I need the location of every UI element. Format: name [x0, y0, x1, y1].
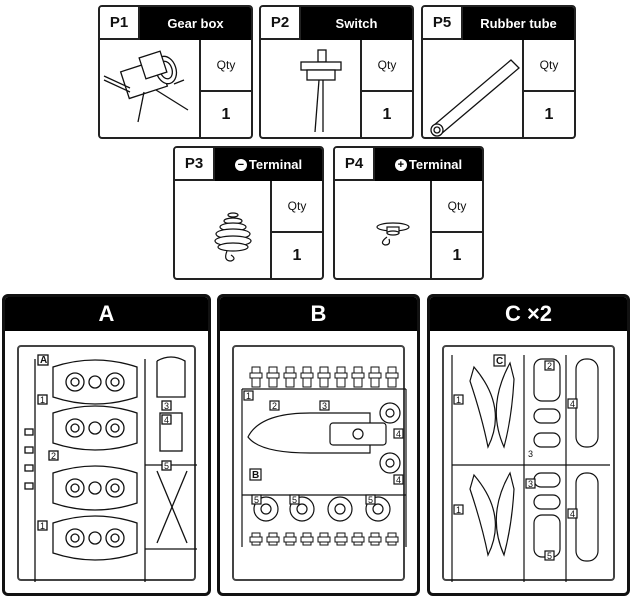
sprue-b-drawing: B 1 2 3 4 4 5 5 5: [241, 366, 407, 547]
negative-terminal-illustration: [175, 181, 270, 278]
part-number-label: 5: [368, 495, 373, 505]
qty-label: Qty: [272, 181, 322, 233]
part-name-text: Terminal: [408, 157, 463, 172]
sprue-peg-collar: [249, 536, 263, 543]
part-number-label: 2: [51, 451, 56, 461]
part-number-label: 1: [246, 391, 251, 401]
part-number-label: 1: [456, 395, 461, 405]
part-name: + Terminal: [375, 148, 482, 181]
part-number-label: 1: [40, 395, 45, 405]
part-number-label: 2: [272, 401, 277, 411]
part-card-p4: P4 + Terminal Qty 1: [333, 146, 484, 280]
qty-label: Qty: [432, 181, 482, 233]
part-number-label: 5: [164, 461, 169, 471]
switch-illustration: [261, 40, 360, 137]
plus-circle-icon: +: [394, 158, 407, 171]
sprue-peg-collar: [317, 372, 331, 379]
part-number-label: 3: [164, 401, 169, 411]
part-code: P5: [423, 7, 463, 40]
part-number-label: 4: [570, 509, 575, 519]
sprue-peg-collar: [300, 372, 314, 379]
sprue-title: A: [5, 297, 208, 331]
part-card-p1: P1 Gear box Qty 1: [98, 5, 253, 139]
qty-label: Qty: [362, 40, 412, 92]
qty-value: 1: [544, 105, 554, 123]
sprue-peg-collar: [385, 536, 399, 543]
qty-label: Qty: [201, 40, 251, 92]
sprue-peg-collar: [334, 536, 348, 543]
qty-label: Qty: [524, 40, 574, 92]
part-name: Rubber tube: [463, 7, 574, 40]
part-number-label: 4: [396, 429, 401, 439]
sprue-title: B: [220, 297, 417, 331]
qty-value: 1: [221, 105, 231, 123]
sprue-peg-collar: [351, 372, 365, 379]
sprue-corner-label: B: [252, 470, 259, 481]
part-code: P3: [175, 148, 215, 181]
part-number-label: 4: [396, 475, 401, 485]
minus-circle-icon: −: [234, 158, 247, 171]
part-number-label: 3: [528, 479, 533, 489]
part-card-p5: P5 Rubber tube Qty 1: [421, 5, 576, 139]
part-number-label: 1: [456, 505, 461, 515]
sprue-peg-collar: [351, 536, 365, 543]
sprue-peg-collar: [385, 372, 399, 379]
part-number-label: 3: [322, 401, 327, 411]
sprue-peg-collar: [249, 372, 263, 379]
qty-value: 1: [292, 246, 302, 264]
part-card-p2: P2 Switch Qty 1: [259, 5, 414, 139]
part-name: Gear box: [140, 7, 251, 40]
part-number-label: 4: [164, 415, 169, 425]
sprue-peg-collar: [283, 372, 297, 379]
part-code: P2: [261, 7, 301, 40]
gear-box-illustration: [100, 40, 199, 137]
part-number-label: 3: [528, 449, 533, 459]
sprue-title: C ×2: [430, 297, 627, 331]
sprue-c-drawing: C 1 1 2 3 4 4 3 5: [451, 354, 610, 582]
positive-terminal-illustration: [335, 181, 430, 278]
part-name: Switch: [301, 7, 412, 40]
part-number-label: 5: [254, 495, 259, 505]
sprue-panel-b: B: [217, 294, 420, 596]
part-card-p3: P3 − Terminal Qty 1: [173, 146, 324, 280]
qty-value: 1: [382, 105, 392, 123]
part-number-label: 2: [547, 361, 552, 371]
part-code: P4: [335, 148, 375, 181]
sprue-peg-collar: [368, 536, 382, 543]
sprue-panel-c: C ×2: [427, 294, 630, 596]
part-number-label: 4: [570, 399, 575, 409]
sprue-a-drawing: A 1 2 1 3 4 5: [24, 354, 197, 582]
part-number-label: 5: [292, 495, 297, 505]
part-name: − Terminal: [215, 148, 322, 181]
qty-value: 1: [452, 246, 462, 264]
sprue-peg-collar: [368, 372, 382, 379]
sprue-peg-collar: [317, 536, 331, 543]
sprue-corner-label: C: [496, 356, 503, 367]
sprue-peg-collar: [283, 536, 297, 543]
sprue-corner-label: A: [40, 355, 47, 366]
sprue-peg-collar: [334, 372, 348, 379]
rubber-tube-illustration: [423, 40, 522, 137]
sprue-panel-a: A: [2, 294, 211, 596]
part-number-label: 5: [547, 551, 552, 561]
sprue-peg-collar: [266, 536, 280, 543]
part-number-label: 1: [40, 521, 45, 531]
part-name-text: Terminal: [248, 157, 303, 172]
part-code: P1: [100, 7, 140, 40]
sprue-peg-collar: [300, 536, 314, 543]
sprue-peg-collar: [266, 372, 280, 379]
